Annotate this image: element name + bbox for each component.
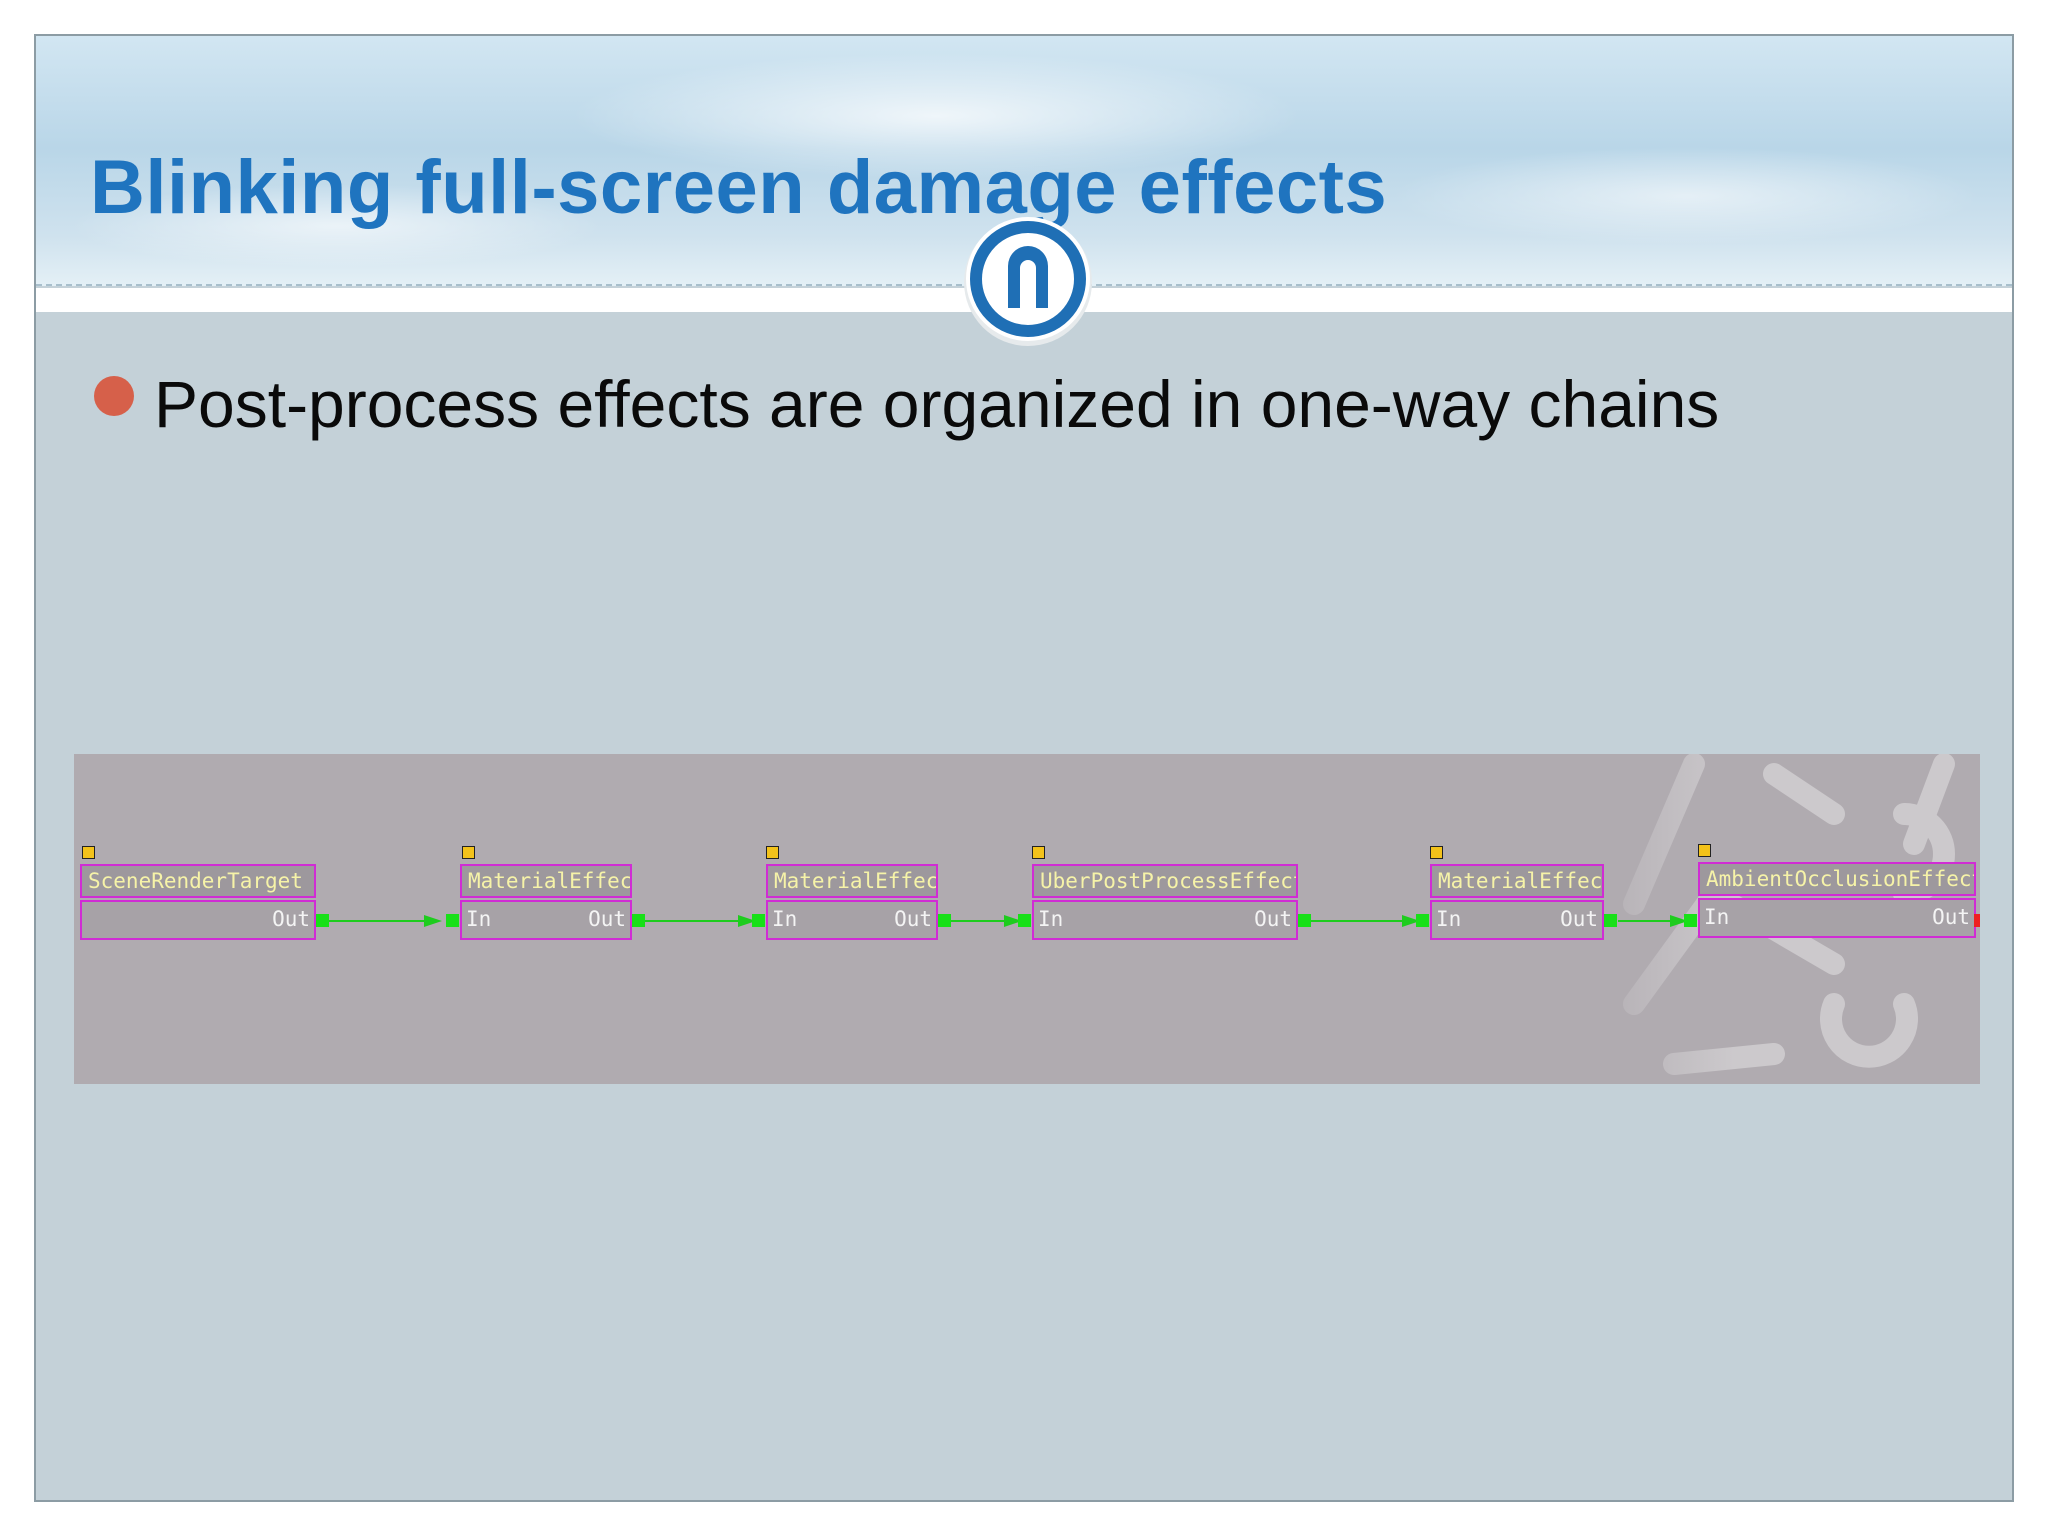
node-handle[interactable]: [1032, 846, 1045, 859]
effect-chain-panel: SceneRenderTarget Out MaterialEffect In …: [74, 754, 1980, 1084]
node-body: In Out: [1430, 900, 1604, 940]
circled-n-logo-icon: [964, 217, 1092, 346]
node-handle[interactable]: [82, 846, 95, 859]
bullet-text: Post-process effects are organized in on…: [154, 367, 1720, 441]
node-handle[interactable]: [1698, 844, 1711, 857]
node-in-port-label: In: [466, 907, 492, 931]
bullet-dot: [94, 376, 134, 416]
slide: Blinking full-screen damage effects Post…: [34, 34, 2014, 1502]
node-title: UberPostProcessEffect: [1032, 864, 1298, 898]
in-connector[interactable]: [1018, 914, 1031, 927]
node-in-port-label: In: [1704, 905, 1730, 929]
node-body: In Out: [460, 900, 632, 940]
in-connector[interactable]: [752, 914, 765, 927]
node-handle[interactable]: [1430, 846, 1443, 859]
node-title: MaterialEffect: [1430, 864, 1604, 898]
out-connector[interactable]: [938, 914, 951, 927]
connection-arrow: [1670, 915, 1688, 927]
node-scene-render-target[interactable]: SceneRenderTarget Out: [80, 864, 316, 940]
slide-title: Blinking full-screen damage effects: [90, 145, 1388, 230]
node-title: MaterialEffect: [460, 864, 632, 898]
node-uber-post-process-effect[interactable]: UberPostProcessEffect In Out: [1032, 864, 1298, 940]
terminal-out-connector[interactable]: [1974, 914, 1980, 927]
in-connector[interactable]: [1684, 914, 1697, 927]
node-in-port-label: In: [772, 907, 798, 931]
node-in-port-label: In: [1038, 907, 1064, 931]
out-connector[interactable]: [316, 914, 329, 927]
node-material-effect-2[interactable]: MaterialEffect In Out: [766, 864, 938, 940]
node-material-effect-3[interactable]: MaterialEffect In Out: [1430, 864, 1604, 940]
out-connector[interactable]: [632, 914, 645, 927]
out-connector[interactable]: [1604, 914, 1617, 927]
node-material-effect-1[interactable]: MaterialEffect In Out: [460, 864, 632, 940]
node-out-port-label: Out: [588, 907, 626, 931]
in-connector[interactable]: [1416, 914, 1429, 927]
node-out-port-label: Out: [1932, 905, 1970, 929]
node-body: In Out: [766, 900, 938, 940]
node-handle[interactable]: [462, 846, 475, 859]
node-out-port-label: Out: [272, 907, 310, 931]
connection-wire: [950, 920, 1006, 922]
connection-wire: [1310, 920, 1404, 922]
connection-arrow: [1402, 915, 1420, 927]
connection-arrow: [1004, 915, 1022, 927]
node-title: AmbientOcclusionEffect: [1698, 862, 1976, 896]
connection-arrow: [738, 915, 756, 927]
connection-wire: [1618, 920, 1672, 922]
node-out-port-label: Out: [894, 907, 932, 931]
node-out-port-label: Out: [1560, 907, 1598, 931]
background-decoration: [1574, 754, 1955, 1084]
node-handle[interactable]: [766, 846, 779, 859]
connection-wire: [328, 920, 426, 922]
node-body: Out: [80, 900, 316, 940]
connection-arrow: [424, 915, 442, 927]
node-ambient-occlusion-effect[interactable]: AmbientOcclusionEffect In Out: [1698, 862, 1976, 938]
out-connector[interactable]: [1298, 914, 1311, 927]
node-title: SceneRenderTarget: [80, 864, 316, 898]
node-out-port-label: Out: [1254, 907, 1292, 931]
node-in-port-label: In: [1436, 907, 1462, 931]
node-body: In Out: [1032, 900, 1298, 940]
node-title: MaterialEffect: [766, 864, 938, 898]
node-body: In Out: [1698, 898, 1976, 938]
in-connector[interactable]: [446, 914, 459, 927]
connection-wire: [644, 920, 740, 922]
